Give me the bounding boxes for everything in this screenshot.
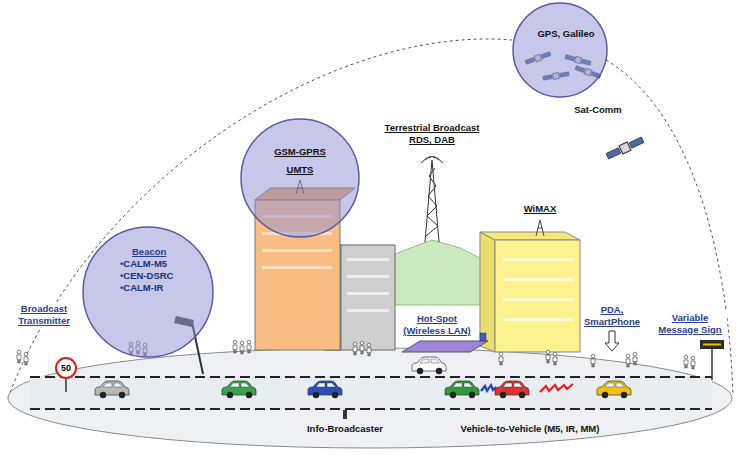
coverage-dome <box>8 39 733 398</box>
speed-sign <box>56 358 76 392</box>
road-label: Vehicle-to-Vehicle (M5, IR, MM) <box>461 423 600 435</box>
service-label: WiMAX <box>524 203 557 215</box>
label-slot: Info-Broadcaster <box>307 423 383 435</box>
label-slot: Vehicle-to-Vehicle (M5, IR, MM) <box>461 423 600 435</box>
text-group: GSM-GPRS UMTS <box>274 146 326 176</box>
device-label: Variable Message Sign <box>653 312 727 336</box>
label-slot: Terrestrial Broadcast <box>385 122 480 134</box>
service-label: Sat-Comm <box>574 104 622 116</box>
service-label: Terrestrial Broadcast <box>385 122 480 134</box>
info-broadcaster-post <box>343 410 347 419</box>
road <box>30 376 712 410</box>
label-slot: PDA, SmartPhone <box>580 304 644 328</box>
protocol-item: •CALM-IR <box>120 282 173 294</box>
beacon-heading: Beacon <box>132 246 173 258</box>
protocol-item: •CEN-DSRC <box>120 270 173 282</box>
broadcast-tower <box>421 157 443 243</box>
road-label: Info-Broadcaster <box>307 423 383 435</box>
network-label: UMTS <box>274 164 326 176</box>
circle-shape <box>83 227 213 357</box>
circle-shape <box>241 119 359 237</box>
protocol-item: •CALM-M5 <box>120 258 173 270</box>
text-group: GPS, Galileo <box>537 28 594 40</box>
pda-arrow <box>605 331 619 351</box>
label-slot: 50 <box>61 363 71 374</box>
coverage-circle: GSM-GPRS UMTS <box>240 118 360 238</box>
ground <box>8 348 732 448</box>
label-slot: RDS, DAB <box>409 134 455 146</box>
device-label: Broadcast Transmitter <box>8 303 80 327</box>
label-slot: Variable Message Sign <box>653 312 727 336</box>
device-label: Hot-Spot (Wireless LAN) <box>398 313 476 337</box>
text-group: Beacon•CALM-M5•CEN-DSRC•CALM-IR <box>120 246 173 294</box>
label-slot: Broadcast Transmitter <box>8 303 80 327</box>
circle-outline <box>512 2 608 98</box>
network-label: GSM-GPRS <box>274 146 326 158</box>
wimax-building <box>480 220 580 352</box>
label-slot: Hot-Spot (Wireless LAN) <box>398 313 476 337</box>
system-label: GPS, Galileo <box>537 28 594 40</box>
circle-shape <box>513 3 607 97</box>
service-label: RDS, DAB <box>409 134 455 146</box>
coverage-circle: GPS, Galileo <box>512 2 608 98</box>
label-slot: Sat-Comm <box>574 104 622 116</box>
circle-outline <box>240 118 360 238</box>
device-label: PDA, SmartPhone <box>580 304 644 328</box>
vehicles <box>95 357 631 398</box>
speed-limit-number: 50 <box>61 363 71 374</box>
label-slot: WiMAX <box>524 203 557 215</box>
message-sign <box>700 340 724 380</box>
coverage-circle: Beacon•CALM-M5•CEN-DSRC•CALM-IR <box>82 226 214 358</box>
